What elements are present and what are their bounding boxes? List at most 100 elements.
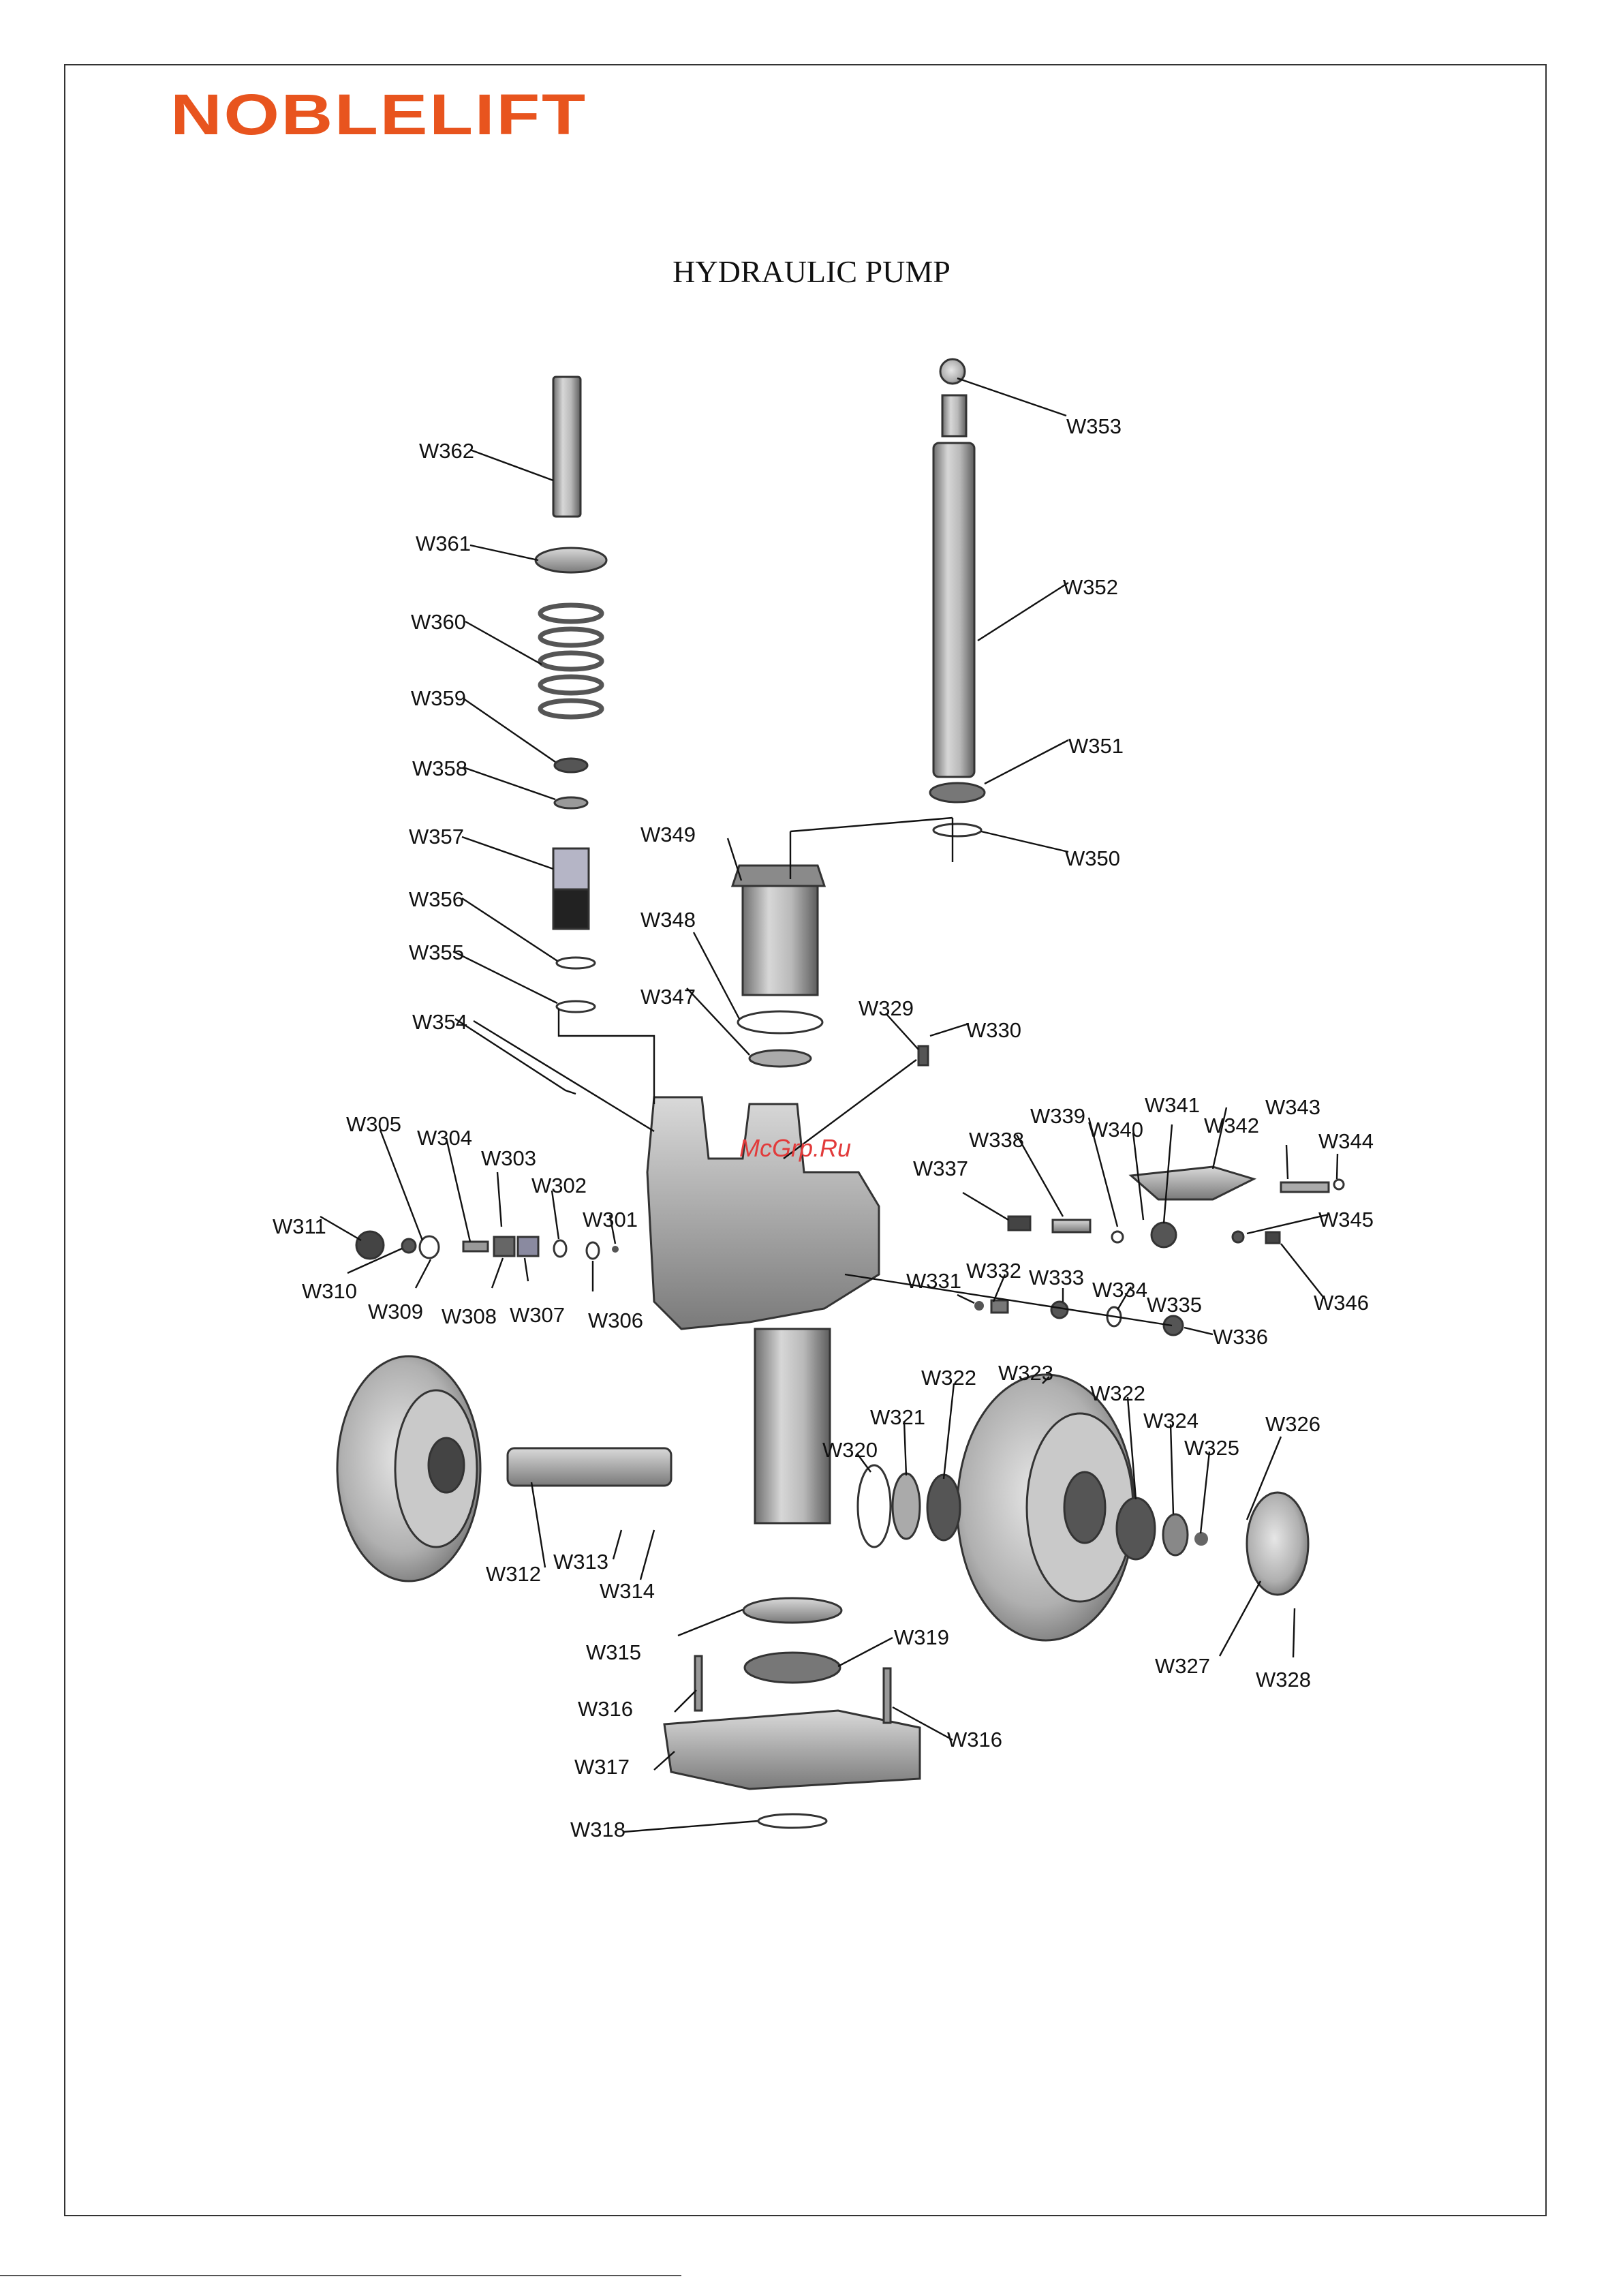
- label-w320: W320: [822, 1438, 878, 1462]
- oring-w306-part: [585, 1241, 600, 1260]
- oring-w335-part: [1106, 1306, 1122, 1328]
- screw-w346-part: [1265, 1231, 1281, 1244]
- piston-part: [552, 847, 590, 891]
- ring-w350-part: [932, 823, 983, 838]
- pump-cylinder-part: [741, 885, 819, 996]
- label-w337: W337: [913, 1157, 968, 1180]
- label-w335: W335: [1147, 1293, 1202, 1317]
- oring-w302-part: [553, 1239, 568, 1258]
- label-w358: W358: [412, 756, 467, 780]
- spring-part: [538, 602, 604, 720]
- nut-w334-part: [1050, 1300, 1069, 1319]
- label-w338: W338: [969, 1128, 1024, 1152]
- clip-w344-part: [1333, 1178, 1345, 1191]
- seal-w359-part: [553, 757, 589, 774]
- oring-w339-part: [1111, 1230, 1124, 1244]
- pin-w343-part: [1280, 1181, 1330, 1193]
- label-w360: W360: [411, 610, 466, 634]
- cover-w327-part: [1246, 1491, 1310, 1596]
- label-w361: W361: [416, 532, 471, 555]
- spring-w333-part: [990, 1299, 1009, 1314]
- label-w351: W351: [1068, 734, 1124, 758]
- pin-w316-right-part: [882, 1667, 892, 1724]
- label-w318: W318: [570, 1818, 625, 1841]
- label-w340: W340: [1088, 1118, 1143, 1142]
- pump-body-part: [646, 1096, 880, 1330]
- rod-tip-part: [941, 394, 968, 438]
- label-w345: W345: [1318, 1208, 1374, 1231]
- ring-w318-part: [757, 1813, 828, 1829]
- label-w309: W309: [368, 1300, 423, 1323]
- spring-cap-part: [534, 547, 608, 574]
- label-w347: W347: [640, 985, 696, 1009]
- label-w310: W310: [302, 1279, 357, 1303]
- washer-w324-part: [1162, 1513, 1189, 1557]
- label-w342: W342: [1204, 1114, 1259, 1137]
- cylinder-nut-part: [730, 864, 826, 887]
- label-w321: W321: [870, 1405, 925, 1429]
- label-w324: W324: [1143, 1409, 1199, 1433]
- label-w344: W344: [1318, 1129, 1374, 1153]
- label-w325: W325: [1184, 1436, 1239, 1460]
- pump-column-part: [754, 1328, 831, 1525]
- washer-w321-part: [891, 1472, 921, 1540]
- footer-rule: [0, 2275, 681, 2276]
- part-labels: W362 W361 W360 W359 W358 W357 W356 W355 …: [273, 414, 1374, 1841]
- label-w305: W305: [346, 1112, 401, 1136]
- screw-w329-part: [917, 1045, 929, 1067]
- axle-part: [506, 1447, 673, 1487]
- screw-w337-part: [1007, 1215, 1032, 1231]
- plug-w336-part: [1162, 1315, 1184, 1336]
- label-w308: W308: [442, 1304, 497, 1328]
- lever-w342-part: [1128, 1165, 1257, 1201]
- label-w316b: W316: [947, 1728, 1002, 1751]
- page-frame: [64, 64, 1547, 2216]
- piston-seal-part: [552, 888, 590, 930]
- label-w303: W303: [481, 1146, 536, 1170]
- oring-w348-part: [737, 1010, 824, 1035]
- snap-ring-w320-part: [856, 1464, 892, 1548]
- seal-w351-part: [929, 782, 986, 803]
- label-w307: W307: [510, 1303, 565, 1327]
- label-w314: W314: [600, 1579, 655, 1603]
- ring-w347-part: [748, 1049, 812, 1068]
- valve-w307-part: [516, 1236, 540, 1257]
- nut-w325-part: [1194, 1532, 1208, 1546]
- brand-logo: NOBLELIFT: [170, 82, 587, 147]
- pin-w304-part: [462, 1240, 489, 1253]
- label-w357: W357: [409, 825, 464, 848]
- label-w315: W315: [586, 1640, 641, 1664]
- watermark: McGrp.Ru: [739, 1134, 851, 1162]
- label-w333: W333: [1029, 1266, 1084, 1289]
- label-w322b: W322: [1090, 1381, 1145, 1405]
- label-w339: W339: [1030, 1104, 1085, 1128]
- label-w304: W304: [417, 1126, 472, 1150]
- label-w348: W348: [640, 908, 696, 932]
- ring-w305-part: [418, 1235, 440, 1259]
- washer-w345-part: [1231, 1230, 1245, 1244]
- label-w354: W354: [412, 1010, 467, 1034]
- washer-w358-part: [553, 796, 589, 810]
- label-w341: W341: [1145, 1093, 1200, 1117]
- valve-w308-part: [493, 1236, 516, 1257]
- leader-lines: [320, 377, 1339, 1833]
- label-w327: W327: [1155, 1654, 1210, 1678]
- label-w362: W362: [419, 439, 474, 463]
- label-w352: W352: [1063, 575, 1118, 599]
- label-w319: W319: [894, 1625, 949, 1649]
- label-w332: W332: [966, 1259, 1021, 1283]
- label-w316a: W316: [578, 1697, 633, 1721]
- label-w356: W356: [409, 887, 464, 911]
- cam-w341-part: [1150, 1221, 1177, 1249]
- wheel-left-part: [336, 1355, 482, 1582]
- label-w359: W359: [411, 686, 466, 710]
- label-w302: W302: [531, 1174, 587, 1197]
- label-w343: W343: [1265, 1095, 1320, 1119]
- ball-part: [939, 358, 966, 385]
- ring-w355-part: [555, 1000, 596, 1013]
- label-w331: W331: [906, 1269, 961, 1293]
- washer-w310-part: [401, 1238, 417, 1254]
- label-w326: W326: [1265, 1412, 1320, 1436]
- label-w353: W353: [1066, 414, 1122, 438]
